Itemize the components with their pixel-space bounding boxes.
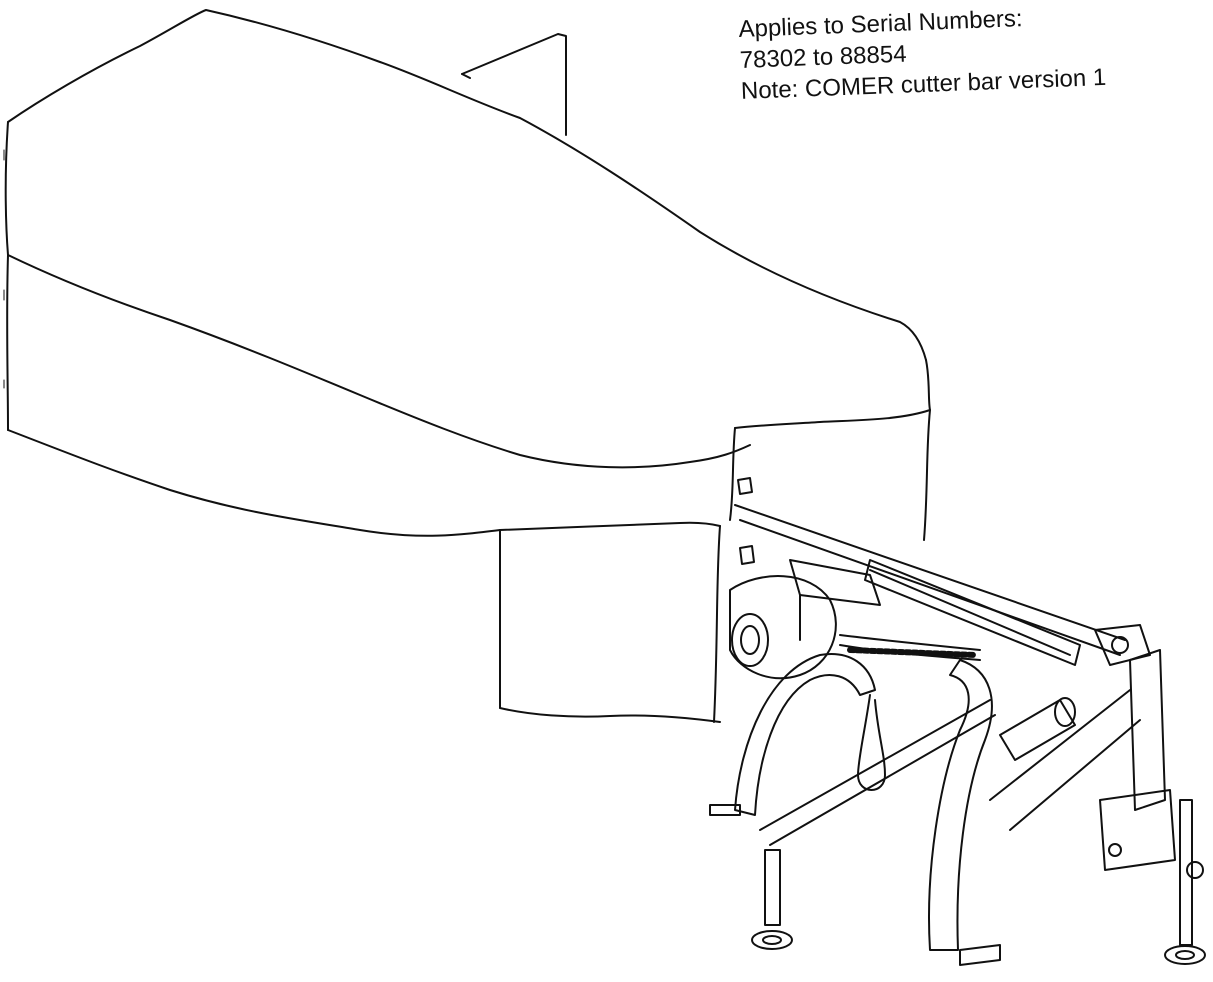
rear-panel: [462, 34, 566, 135]
serial-number-note: Applies to Serial Numbers: 78302 to 8885…: [738, 0, 1211, 107]
cutter-bar-cover: [6, 10, 930, 722]
drive-assembly: [710, 478, 1205, 965]
